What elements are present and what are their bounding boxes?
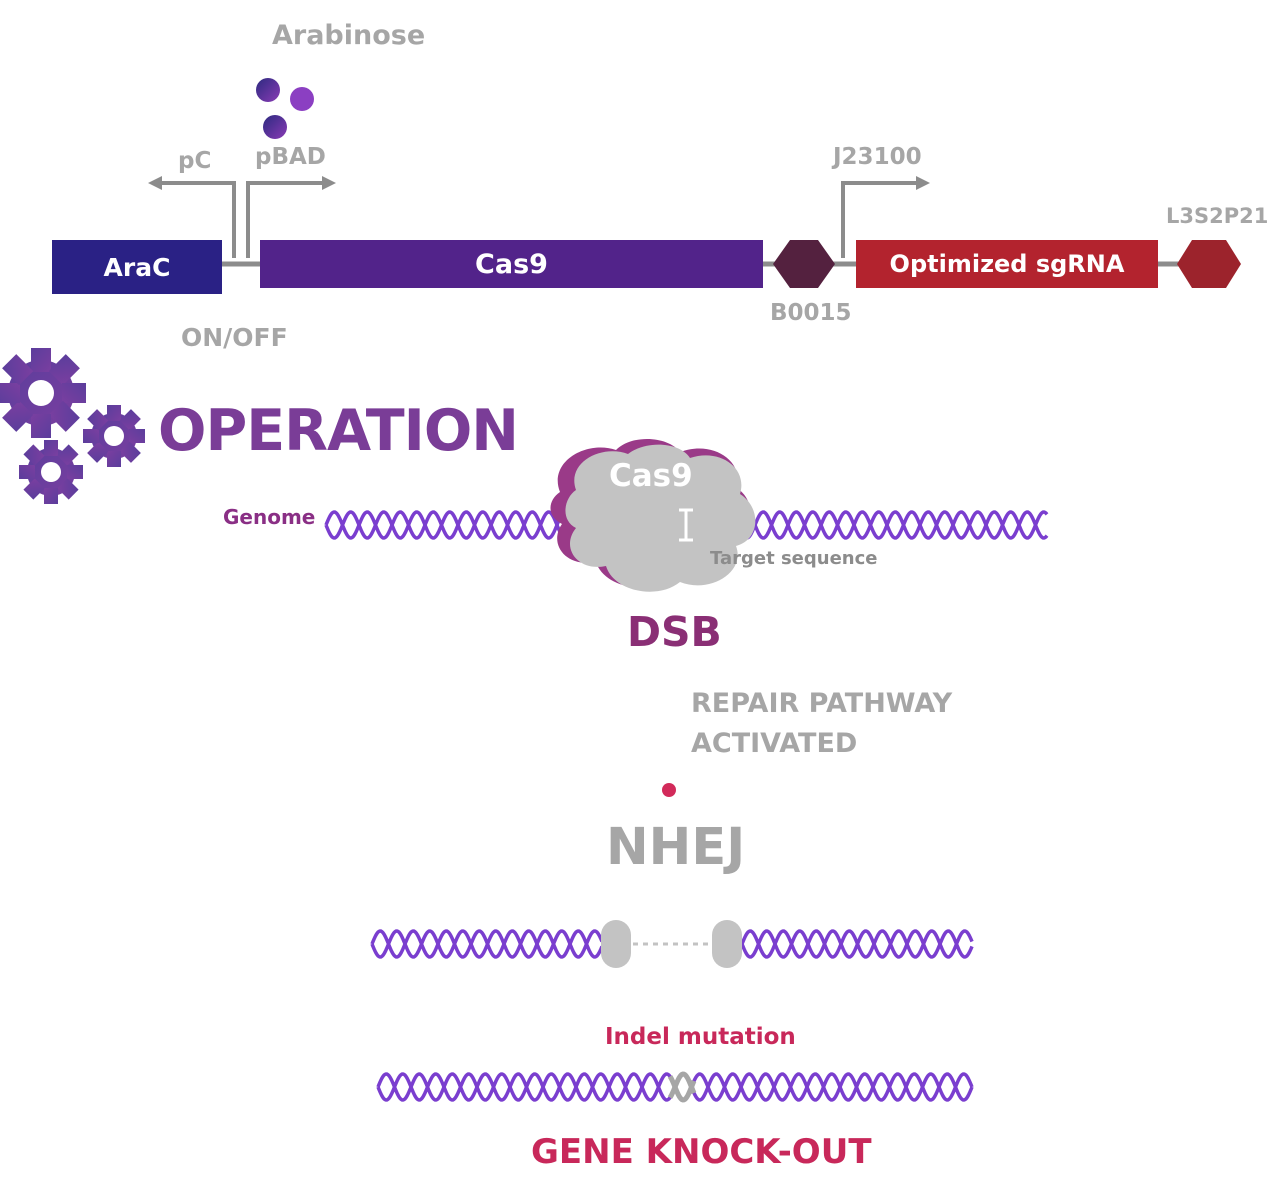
indel-site — [667, 1071, 697, 1103]
pbad-promoter-arrow — [246, 176, 336, 258]
dna-strand — [370, 929, 604, 959]
dsb-cut-marker — [679, 508, 693, 542]
b0015-terminator — [773, 240, 835, 288]
sgrna-gene: Optimized sgRNA — [856, 240, 1158, 288]
nhej-broken-end-left — [601, 920, 631, 968]
b0015-label: B0015 — [770, 300, 852, 326]
nhej-label: NHEJ — [606, 818, 746, 877]
arabinose-molecule — [263, 115, 287, 139]
gears-icon — [0, 348, 145, 504]
indel-strand — [667, 1071, 697, 1099]
cas9-gene: Cas9 — [260, 240, 763, 288]
dsb-label: DSB — [627, 608, 722, 656]
arabinose-molecule — [290, 87, 314, 111]
arac-gene: AraC — [52, 240, 222, 294]
on-off-label: ON/OFF — [181, 323, 288, 352]
operation-title: OPERATION — [158, 398, 519, 464]
j23100-label: J23100 — [833, 144, 922, 170]
arabinose-molecule — [256, 78, 280, 102]
pbad-label: pBAD — [255, 144, 326, 170]
target-sequence-label: Target sequence — [710, 548, 878, 569]
arac-label: AraC — [103, 252, 171, 282]
repair-activated-label: ACTIVATED — [691, 728, 858, 759]
nhej-dna-left — [370, 929, 604, 959]
indel-mutation-label: Indel mutation — [605, 1024, 796, 1050]
cas9-protein-label: Cas9 — [609, 458, 693, 494]
gene-knockout-label: GENE KNOCK-OUT — [531, 1132, 872, 1172]
j23100-promoter-arrow — [841, 176, 930, 258]
repair-pathway-label: REPAIR PATHWAY — [691, 688, 953, 719]
repair-pathway-endpoint — [662, 783, 676, 797]
nhej-broken-end-right — [712, 920, 742, 968]
genome-label: Genome — [223, 505, 316, 529]
pc-label: pC — [178, 148, 212, 174]
dna-strand — [740, 929, 974, 959]
nhej-dna-right — [740, 929, 974, 959]
l3s2p21-terminator — [1177, 240, 1241, 288]
l3s2p21-label: L3S2P21 — [1166, 204, 1269, 228]
pc-promoter-arrow — [148, 176, 236, 258]
arabinose-label: Arabinose — [272, 20, 426, 51]
cas9-protein — [550, 438, 756, 592]
sgrna-label: Optimized sgRNA — [889, 250, 1125, 278]
cas9-gene-label: Cas9 — [475, 248, 548, 280]
